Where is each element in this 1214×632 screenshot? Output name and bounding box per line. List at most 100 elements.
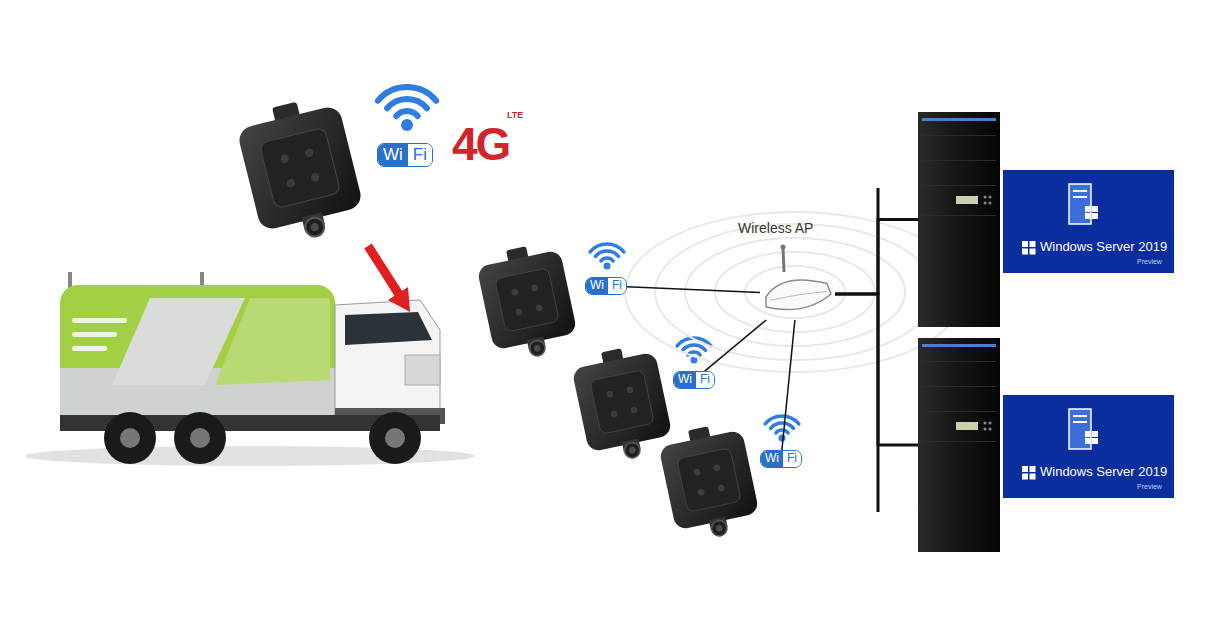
server-tower-part — [989, 196, 992, 199]
server-panel-part — [1073, 190, 1087, 192]
truck-illustration-part — [120, 428, 140, 448]
wifi-icon-part — [401, 119, 413, 131]
pointer-arrow-part — [388, 287, 410, 312]
server-panel-part — [1069, 409, 1091, 449]
server-panel-part — [1085, 431, 1091, 437]
server-tower-part — [984, 196, 987, 199]
server-tower-part — [989, 202, 992, 205]
truck-illustration-part — [335, 300, 440, 420]
wifi-icon-part-part — [396, 111, 417, 116]
network-sub-badge: LTE — [507, 111, 523, 120]
server-panel-part — [1092, 213, 1098, 219]
server-panel-part — [1003, 170, 1174, 273]
router-shape — [760, 268, 835, 320]
signal-rings — [625, 212, 965, 372]
wifi-text: Wi — [761, 451, 783, 467]
camera-device — [233, 92, 762, 544]
server-tower — [918, 112, 1000, 552]
camera-device-part — [474, 240, 580, 365]
server-tower-part — [922, 135, 996, 136]
server-node: Windows Server 2019Preview — [918, 112, 1175, 327]
wifi-text: Fi — [696, 372, 714, 388]
wifi-icon-part — [378, 87, 436, 116]
server-panel-part — [1030, 249, 1036, 255]
wireless-link — [782, 320, 795, 450]
server-panel-part — [1085, 206, 1091, 212]
wireless-ap: Wireless AP — [760, 268, 835, 320]
server-panel-part — [1022, 474, 1028, 480]
server-tower-part — [918, 338, 1000, 552]
wifi-badge: WiFi — [585, 277, 627, 295]
truck-illustration-part — [405, 355, 440, 385]
wired-link — [835, 294, 918, 445]
server-tower-part — [984, 428, 987, 431]
server-tower-part — [956, 196, 978, 204]
server-tower-part — [922, 344, 996, 347]
truck-illustration-part — [72, 332, 117, 337]
camera-device-part — [569, 342, 675, 467]
wifi-badge: WiFi — [760, 450, 802, 468]
truck-illustration-part — [345, 312, 432, 345]
pointer-arrow — [368, 246, 410, 312]
server-panel-part — [1030, 466, 1036, 472]
server-tower-part — [922, 118, 996, 121]
camera-device-part — [233, 92, 368, 249]
wifi-badge: WiFi — [673, 371, 715, 389]
edition-note: Preview — [1137, 258, 1162, 266]
server-tower-part — [922, 215, 996, 216]
wifi-icon-part-part — [765, 416, 799, 424]
wifi-text: Wi — [586, 278, 608, 294]
server-node: Windows Server 2019Preview — [918, 338, 1175, 552]
wifi-icon-part-part — [590, 244, 624, 252]
router-antenna-part — [783, 248, 784, 272]
server-tower-part — [956, 422, 978, 430]
truck-illustration-part — [190, 428, 210, 448]
truck-illustration-part — [104, 412, 156, 464]
wifi-icon-part-part — [596, 251, 619, 256]
server-tower-part — [984, 422, 987, 425]
truck-illustration-part — [174, 412, 226, 464]
network-badge: 4G — [452, 121, 509, 167]
server-panel-part — [1092, 431, 1098, 437]
pointer-arrow-part — [368, 246, 400, 296]
server-panel-part — [1073, 196, 1087, 198]
wifi-icon-part-part — [387, 99, 427, 108]
router-antenna — [781, 245, 786, 273]
server-panel-part — [1073, 415, 1087, 417]
server-title: Windows Server 2019 — [1040, 465, 1167, 480]
server-tower-part — [922, 185, 996, 186]
server-tower-part — [922, 160, 996, 161]
device-label: Wireless AP — [738, 220, 813, 236]
wifi-text: Wi — [674, 372, 696, 388]
truck-illustration-part — [385, 428, 405, 448]
wifi-icon-part-part — [683, 345, 706, 350]
server-panel-part — [1022, 249, 1028, 255]
wifi-text: Fi — [783, 451, 801, 467]
wireless-link — [705, 320, 766, 371]
wireless-link — [627, 287, 760, 293]
server-tower-part — [918, 112, 1000, 327]
truck-illustration — [25, 272, 475, 466]
server-panel — [1003, 170, 1174, 498]
server-title: Windows Server 2019 — [1040, 240, 1167, 255]
wifi-icon-part-part — [601, 258, 613, 261]
server-panel-part — [1092, 438, 1098, 444]
wifi-text: Wi — [378, 144, 408, 166]
server-panel-part — [1022, 241, 1028, 247]
truck-illustration-part — [68, 272, 72, 288]
server-panel-part — [1003, 395, 1174, 498]
server-tower-part — [922, 361, 996, 362]
truck-illustration-part — [72, 318, 127, 323]
router-body — [766, 280, 831, 310]
truck-illustration-part — [72, 346, 107, 351]
wired-link — [835, 220, 918, 295]
server-panel-part — [1073, 421, 1087, 423]
server-panel-part — [1030, 241, 1036, 247]
router-edge — [770, 291, 827, 300]
server-tower-part — [922, 386, 996, 387]
server-tower-part — [922, 441, 996, 442]
truck-illustration-part — [215, 298, 330, 385]
wifi-icon-part — [779, 435, 786, 442]
